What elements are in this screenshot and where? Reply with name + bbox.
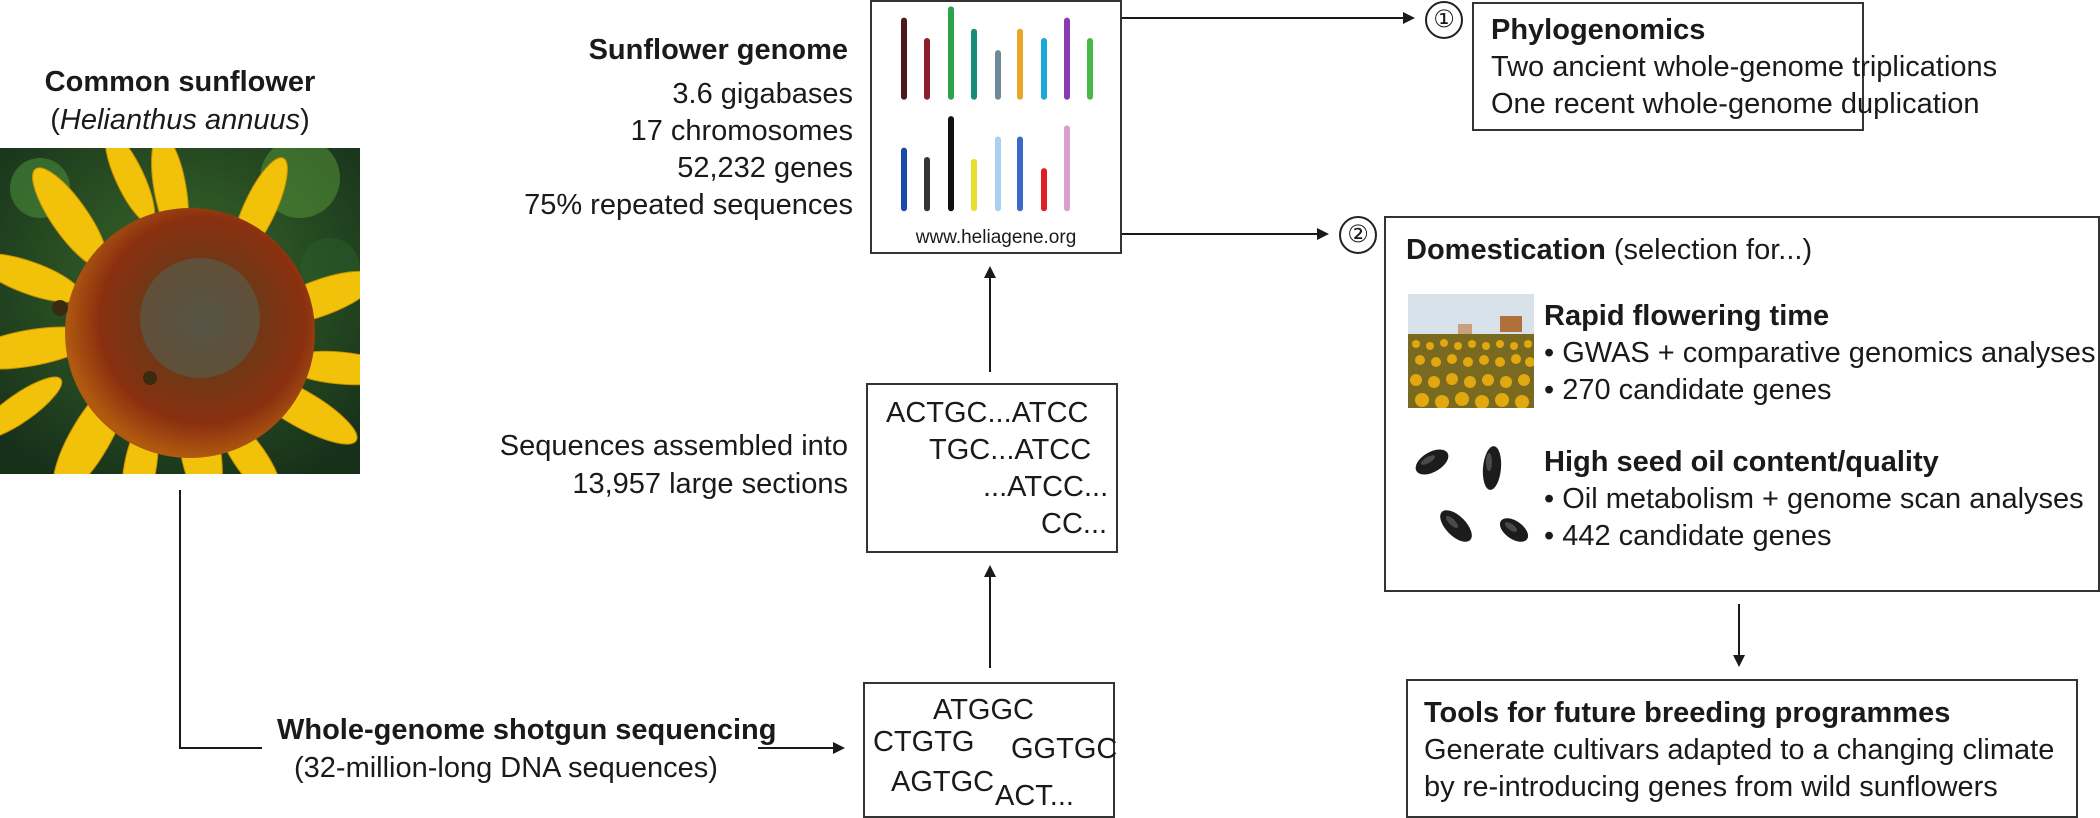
assembly-caption-line1: Sequences assembled into	[499, 430, 848, 462]
trait2-bullet-2: • 442 candidate genes	[1544, 520, 1832, 552]
genome-stat-genes: 52,232 genes	[677, 152, 853, 184]
phylogenomics-line-2: One recent whole-genome duplication	[1491, 88, 1980, 120]
trait1-title: Rapid flowering time	[1544, 300, 1830, 332]
domestication-heading: Domestication (selection for...)	[1406, 234, 1813, 266]
assembly-seq-4: CC...	[1041, 508, 1108, 540]
phylogenomics-title: Phylogenomics	[1491, 14, 1706, 46]
domestication-box: Domestication (selection for...) Rapid f…	[1384, 216, 2100, 592]
sunflower-photo	[0, 148, 360, 474]
assembly-box: ACTGC...ATCC TGC...ATCC ...ATCC... CC...	[866, 383, 1118, 553]
shotgun-fragment-1: ATGGC	[933, 694, 1034, 726]
shotgun-fragment-4: AGTGC	[891, 766, 995, 798]
trait2-bullet-1: • Oil metabolism + genome scan analyses	[1544, 483, 2084, 515]
step-number-2: ②	[1339, 216, 1377, 254]
assembly-seq-1: ACTGC...ATCC	[886, 397, 1089, 429]
chromosome-bars	[901, 6, 1093, 212]
sunflower-latin: (Helianthus annuus)	[50, 104, 310, 136]
trait1-bullet-1: • GWAS + comparative genomics analyses	[1544, 337, 2096, 369]
shotgun-fragment-5: ACT...	[995, 780, 1074, 812]
genome-stat-gigabases: 3.6 gigabases	[672, 78, 853, 110]
breeding-line-1: Generate cultivars adapted to a changing…	[1424, 734, 2055, 766]
sunflower-title: Common sunflower	[44, 66, 316, 98]
sunflower-field-photo	[1408, 294, 1534, 408]
breeding-line-2: by re-introducing genes from wild sunflo…	[1424, 771, 1998, 803]
trait2-title: High seed oil content/quality	[1544, 446, 1939, 478]
shotgun-box: ATGGC CTGTG GGTGC AGTGC ACT...	[863, 682, 1118, 818]
step-number-1: ①	[1425, 1, 1463, 39]
sunflower-seeds-illustration	[1415, 446, 1529, 542]
breeding-box: Tools for future breeding programmes Gen…	[1406, 679, 2078, 818]
genome-stat-repeats: 75% repeated sequences	[524, 189, 853, 221]
chromosome-box: www.heliagene.org	[870, 0, 1122, 254]
genome-stat-chromosomes: 17 chromosomes	[630, 115, 853, 147]
genome-title: Sunflower genome	[588, 34, 848, 66]
phylogenomics-box: Phylogenomics Two ancient whole-genome t…	[1472, 2, 1997, 131]
shotgun-fragment-2: CTGTG	[873, 726, 975, 758]
trait1-bullet-2: • 270 candidate genes	[1544, 374, 1832, 406]
shotgun-fragment-3: GGTGC	[1011, 733, 1118, 765]
shotgun-subtitle: (32-million-long DNA sequences)	[294, 752, 718, 784]
assembly-seq-2: TGC...ATCC	[929, 434, 1092, 466]
genome-url: www.heliagene.org	[915, 227, 1077, 248]
phylogenomics-line-1: Two ancient whole-genome triplications	[1491, 51, 1998, 83]
breeding-title: Tools for future breeding programmes	[1424, 697, 1951, 729]
shotgun-title: Whole-genome shotgun sequencing	[277, 714, 777, 746]
assembly-seq-3: ...ATCC...	[983, 471, 1109, 503]
assembly-caption-line2: 13,957 large sections	[572, 468, 848, 500]
